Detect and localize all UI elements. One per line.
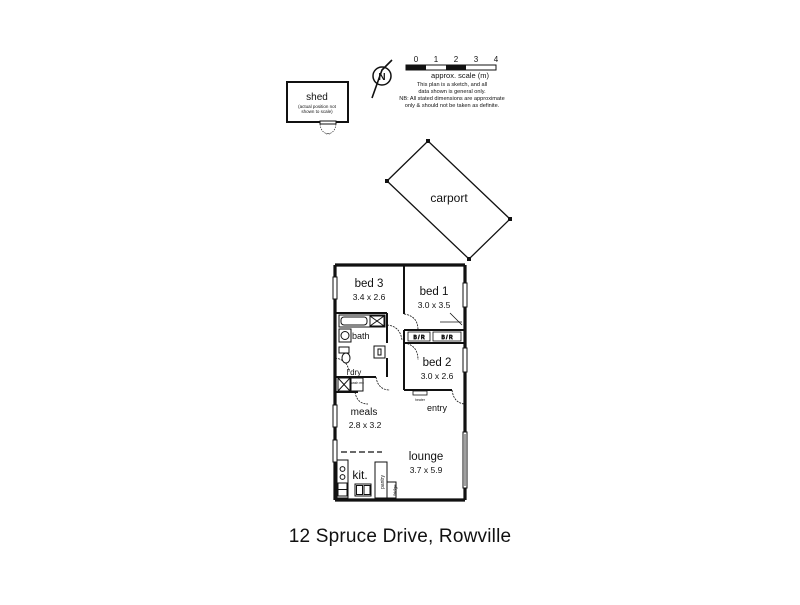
scale-tick-3: 3 <box>474 55 479 64</box>
kitchen-label: kit. <box>352 468 367 482</box>
disclaimer-line-2: data shown is general only. <box>418 89 486 95</box>
fridge-label: fridge <box>393 484 398 496</box>
scale-tick-4: 4 <box>494 55 499 64</box>
north-label: N <box>378 72 385 83</box>
scale-tick-2: 2 <box>454 55 459 64</box>
bath-fixtures <box>338 314 386 364</box>
scale-label: approx. scale (m) <box>431 71 489 80</box>
interior-walls <box>335 265 465 393</box>
laundry-label: l'dry <box>347 368 361 377</box>
bed2-label: bed 2 <box>423 357 452 369</box>
north-arrow-icon: N <box>371 59 393 99</box>
carport-label: carport <box>430 191 468 205</box>
wash-mc-label: wash mc <box>350 381 364 385</box>
robe-label-2: B / R <box>441 335 453 341</box>
robe-label-1: B / R <box>413 335 425 341</box>
meals-dims: 2.8 x 3.2 <box>349 420 382 430</box>
bed2-dims: 3.0 x 2.6 <box>421 371 454 381</box>
scale-tick-1: 1 <box>434 55 439 64</box>
bed3-label: bed 3 <box>355 278 384 290</box>
kitchen-fixtures <box>336 459 397 499</box>
shed-note-2: shown to scale) <box>301 109 333 114</box>
lounge-dims: 3.7 x 5.9 <box>410 465 443 475</box>
meals-label: meals <box>351 407 378 418</box>
disclaimer-line-4: only & should not be taken as definite. <box>405 103 500 109</box>
bed1-dims: 3.0 x 3.5 <box>418 300 451 310</box>
door-swings <box>334 313 467 405</box>
disclaimer-line-3: NB: All stated dimensions are approximat… <box>399 96 504 102</box>
shed-label: shed <box>306 92 328 103</box>
scale-tick-0: 0 <box>414 55 419 64</box>
shed: shed (actual position not shown to scale… <box>286 81 349 135</box>
bath-label: bath <box>352 331 370 341</box>
bed1-label: bed 1 <box>420 286 449 298</box>
heater <box>412 390 428 396</box>
property-address: 12 Spruce Drive, Rowville <box>288 526 512 547</box>
lounge-label: lounge <box>409 451 444 463</box>
scale-bar: 0 1 2 3 4 approx. scale (m) <box>405 55 499 80</box>
pantry-label: pantry <box>380 475 386 489</box>
shed-note-1: (actual position not <box>298 104 337 109</box>
windows <box>332 276 468 489</box>
heater-label: heater <box>415 398 426 402</box>
entry-label: entry <box>427 403 448 413</box>
laundry-fixtures <box>337 377 364 392</box>
disclaimer: This plan is a sketch, and all data show… <box>399 82 504 109</box>
carport: carport <box>385 139 512 261</box>
disclaimer-line-1: This plan is a sketch, and all <box>417 82 487 88</box>
robes: B / R B / R <box>407 312 463 342</box>
bed3-dims: 3.4 x 2.6 <box>353 292 386 302</box>
